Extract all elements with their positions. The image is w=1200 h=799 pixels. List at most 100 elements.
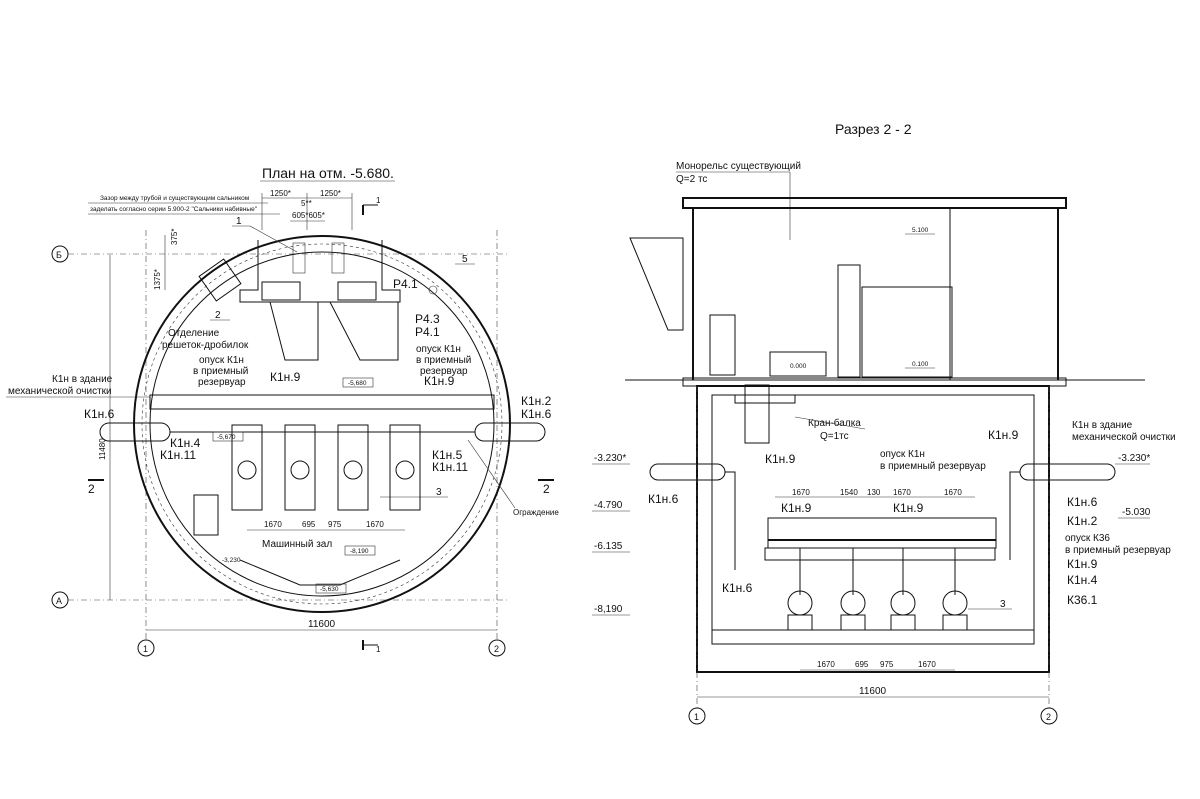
plan-elev-5630-box bbox=[315, 583, 347, 594]
plan-dim-1375: 1375* bbox=[153, 269, 162, 290]
plan-label-k1n11-left: К1н.11 bbox=[160, 448, 196, 462]
plan-callout-5: 5 bbox=[462, 254, 468, 265]
section-label-opusk-k36-1: опуск К36 bbox=[1065, 533, 1110, 544]
section-label-kran-2: Q=1тс bbox=[820, 431, 849, 442]
plan-dim-11600: 11600 bbox=[308, 619, 336, 630]
section-bottom-slab bbox=[711, 629, 1035, 645]
section-label-mech-1: К1н в здание bbox=[1072, 420, 1133, 431]
plan-label-otdelenie-2: решеток-дробилок bbox=[162, 339, 249, 351]
plan-elev-5680: -5,680 bbox=[348, 380, 367, 387]
section-label-mech-2: механической очистки bbox=[1072, 432, 1176, 443]
plan-crusher-left bbox=[261, 281, 301, 301]
plan-elev-5670: -5,670 bbox=[217, 434, 236, 441]
plan-crusher-right bbox=[337, 281, 377, 301]
section-pipe-left-drop bbox=[725, 471, 736, 570]
plan-header-band bbox=[149, 394, 495, 410]
section-dim-bottom-4: 1670 bbox=[918, 660, 936, 669]
section-label-opusk-1: опуск К1н bbox=[880, 449, 925, 460]
section-manifold-lower bbox=[764, 547, 996, 561]
plan-pump-4 bbox=[389, 424, 421, 511]
section-manifold-frame bbox=[767, 517, 997, 549]
plan-dim-bottom-2: 695 bbox=[302, 520, 316, 529]
section-axis-1: 1 bbox=[694, 712, 699, 722]
plan-elev-5630: -5,630 bbox=[320, 586, 339, 593]
section-label-k1n9-right: К1н.9 bbox=[1067, 557, 1098, 571]
plan-callout-1-leader bbox=[249, 225, 298, 253]
plan-label-p41b: Р4.1 bbox=[415, 325, 440, 339]
plan-view: План на отм. -5.680. Зазор между трубой … bbox=[6, 165, 559, 657]
section-elev-0000: 0.000 bbox=[790, 363, 807, 370]
plan-callout-2: 2 bbox=[215, 310, 221, 321]
plan-label-k1n11-right: К1н.11 bbox=[432, 460, 468, 474]
plan-pump-3-motor bbox=[343, 460, 363, 480]
section-pipe-left bbox=[649, 463, 726, 481]
plan-label-opusk-right-3: резервуар bbox=[420, 366, 468, 377]
section-roof bbox=[682, 197, 1067, 209]
section-elev-3230-left: -3.230* bbox=[594, 453, 626, 464]
plan-elev-8190: -8,190 bbox=[350, 548, 369, 555]
plan-dim-5: 5** bbox=[301, 199, 312, 208]
plan-label-fence: Ограждение bbox=[513, 508, 559, 517]
plan-dim-605: 605*605* bbox=[292, 211, 325, 220]
plan-label-opusk-right-1: опуск К1н bbox=[416, 344, 461, 355]
plan-fence-leader bbox=[467, 439, 516, 509]
plan-channel-right bbox=[329, 301, 399, 361]
section-kran-leader bbox=[794, 416, 866, 430]
plan-elev-8190-box bbox=[344, 545, 376, 556]
section-label-k1n4: К1н.4 bbox=[1067, 573, 1098, 587]
section-label-k1n9-m1: К1н.9 bbox=[781, 501, 812, 515]
section-pump-base-2 bbox=[840, 614, 866, 631]
plan-label-otdelenie-1: Отделение bbox=[168, 328, 220, 339]
plan-note-line1: Зазор между трубой и существующим сальни… bbox=[100, 194, 250, 202]
plan-callout-5-marker bbox=[428, 285, 438, 295]
plan-label-hall: Машинный зал bbox=[262, 539, 332, 550]
plan-pump-2-motor bbox=[290, 460, 310, 480]
plan-pump-1 bbox=[231, 424, 263, 511]
section-stair-lower bbox=[744, 384, 770, 444]
plan-pump-1-motor bbox=[237, 460, 257, 480]
section-underground-inner bbox=[711, 394, 1035, 631]
section-callout-3: 3 bbox=[1000, 599, 1006, 610]
plan-title: План на отм. -5.680. bbox=[262, 165, 394, 181]
plan-dim-bottom-4: 1670 bbox=[366, 520, 384, 529]
plan-label-k1n6-right: К1н.6 bbox=[521, 407, 552, 421]
plan-dim-bottom-1: 1670 bbox=[264, 520, 282, 529]
plan-label-opusk-right-2: в приемный bbox=[416, 355, 471, 366]
plan-dim-1250a: 1250* bbox=[270, 189, 291, 198]
plan-channel-left bbox=[269, 301, 319, 361]
section-view: Разрез 2 - 2 Монорельс существующий Q=2 … bbox=[592, 121, 1176, 725]
section-dim-bottom-2: 695 bbox=[855, 660, 869, 669]
plan-axis-1: 1 bbox=[143, 644, 148, 654]
section-pump-base-4 bbox=[942, 614, 968, 631]
plan-elev-3230: -3,230 bbox=[222, 557, 241, 564]
plan-hatch-square bbox=[198, 258, 242, 302]
section-label-mono-1: Монорельс существующий bbox=[676, 161, 801, 172]
plan-label-opusk-left-1: опуск К1н bbox=[199, 355, 244, 366]
plan-pump-2 bbox=[284, 424, 316, 511]
section-stair-upper bbox=[837, 264, 861, 378]
section-elev-4790: -4.790 bbox=[594, 500, 623, 511]
section-pump-base-3 bbox=[890, 614, 916, 631]
plan-callout-3: 3 bbox=[436, 487, 442, 498]
section-ground-slab bbox=[682, 377, 1067, 387]
plan-label-p43: Р4.3 bbox=[415, 312, 440, 326]
plan-label-mech-2: механической очистки bbox=[8, 386, 112, 397]
section-title: Разрез 2 - 2 bbox=[835, 121, 912, 137]
plan-section-1-top: 1 bbox=[376, 196, 381, 205]
plan-screen-green-right bbox=[331, 242, 345, 274]
plan-label-k1n9-a: К1н.9 bbox=[270, 370, 301, 384]
section-dim-top-4: 1670 bbox=[893, 488, 911, 497]
section-dim-top-2: 1540 bbox=[840, 488, 858, 497]
plan-label-mech-1: К1н в здание bbox=[52, 374, 113, 385]
plan-label-k1n6-left: К1н.6 bbox=[84, 407, 115, 421]
section-label-k1n2: К1н.2 bbox=[1067, 514, 1098, 528]
section-canopy bbox=[629, 237, 684, 331]
plan-pump-3 bbox=[337, 424, 369, 511]
plan-note-line2: заделать согласно серии 5.900-2 "Сальник… bbox=[90, 205, 258, 213]
section-door bbox=[709, 314, 736, 376]
section-elev-6135: -6.135 bbox=[594, 541, 623, 552]
section-room-box bbox=[861, 286, 953, 378]
section-label-k1n9-left: К1н.9 bbox=[765, 452, 796, 466]
plan-label-p41a: Р4.1 bbox=[393, 277, 418, 291]
plan-section-1-bottom: 1 bbox=[376, 645, 381, 654]
